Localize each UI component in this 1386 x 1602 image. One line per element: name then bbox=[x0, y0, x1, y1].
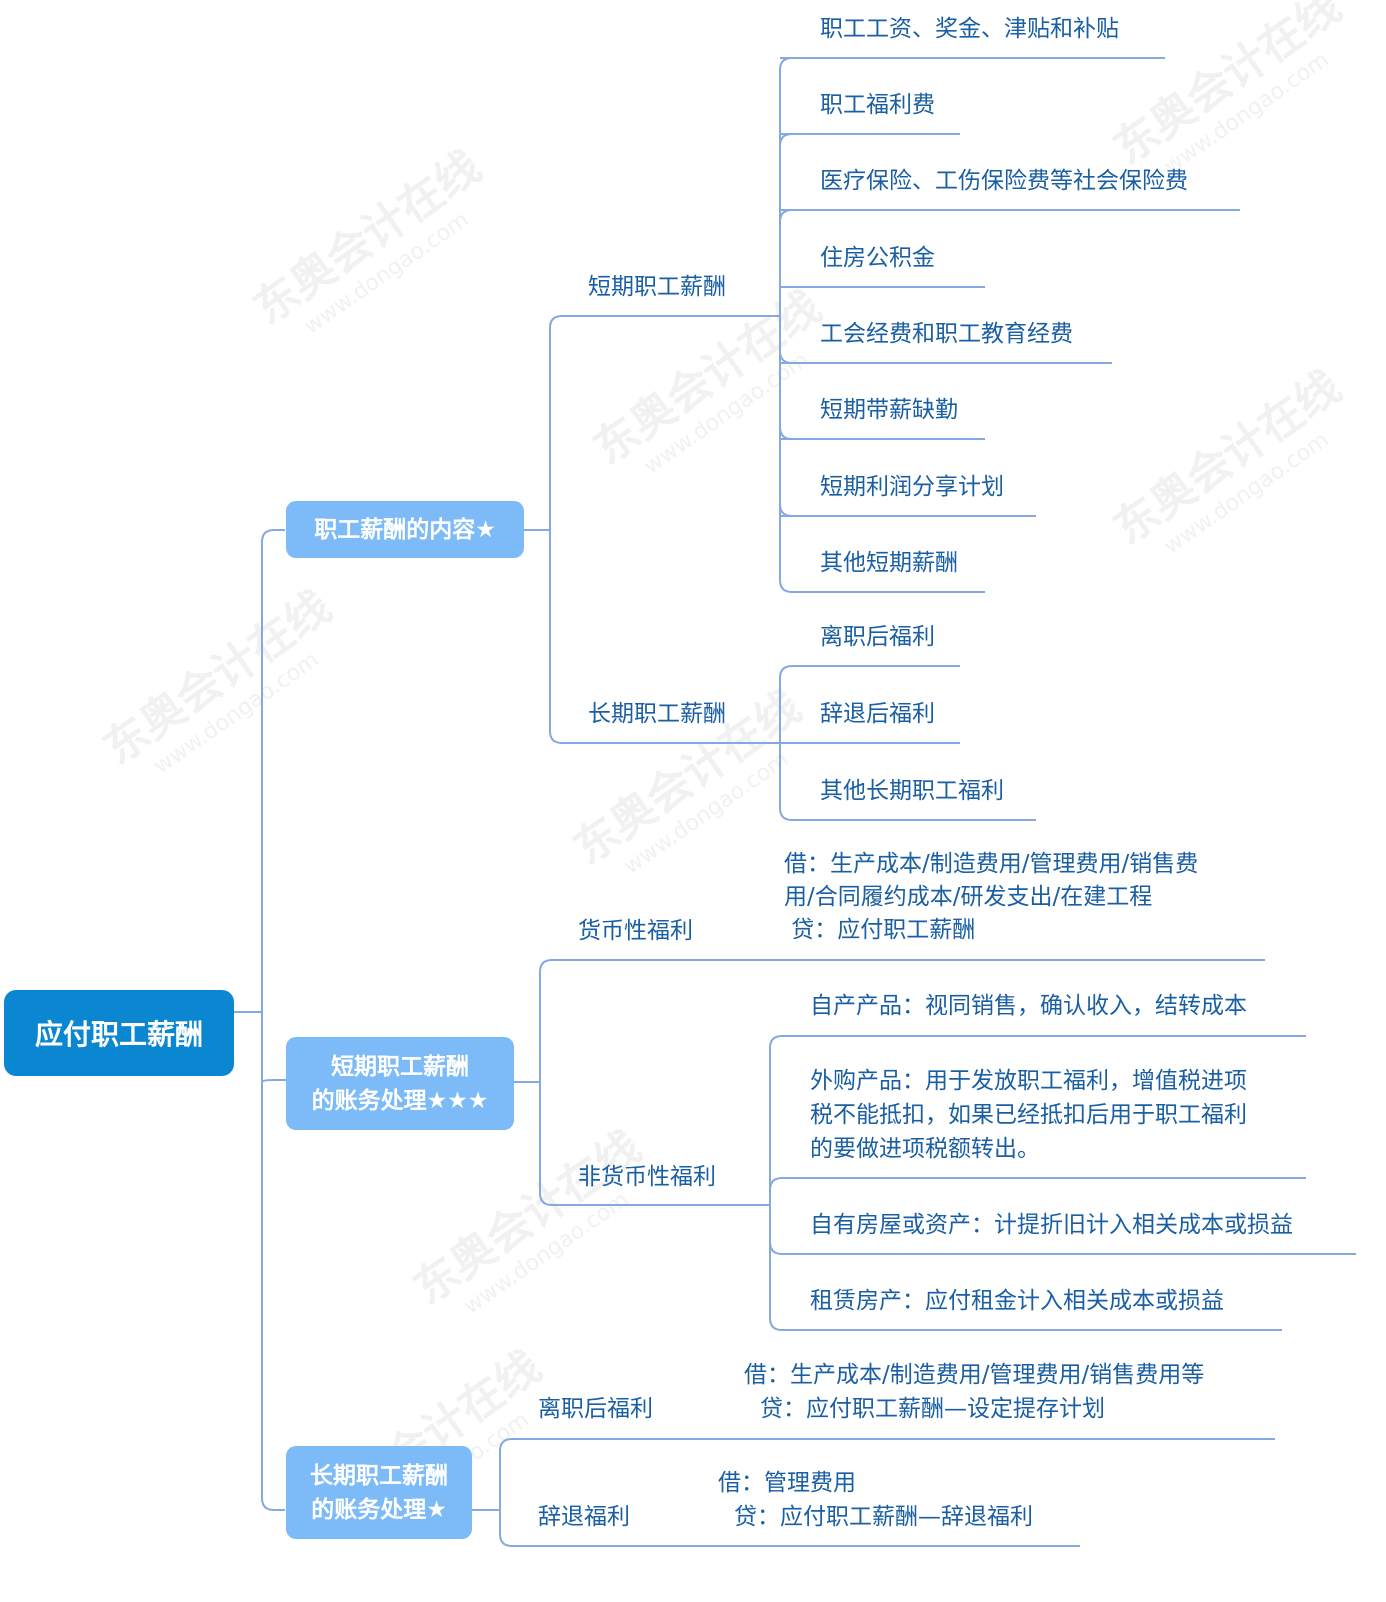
leaf-self-produced[interactable]: 自产产品：视同销售，确认收入，结转成本 bbox=[810, 993, 1247, 1019]
leaf-termination[interactable]: 辞退后福利 bbox=[820, 701, 935, 727]
subtopic-termination-benefits[interactable]: 辞退福利 bbox=[538, 1504, 630, 1530]
subtopic-long-term-salary[interactable]: 长期职工薪酬 bbox=[588, 701, 726, 727]
leaf-union-education[interactable]: 工会经费和职工教育经费 bbox=[820, 321, 1073, 347]
topic-label: 职工薪酬的内容★ bbox=[314, 516, 496, 543]
entry-line: 贷：应付职工薪酬 bbox=[784, 917, 976, 943]
topic-label-line2: 的账务处理★★★ bbox=[311, 1087, 489, 1114]
entry-post-employment-credit: 贷：应付职工薪酬—设定提存计划 bbox=[760, 1396, 1105, 1422]
leaf-wages[interactable]: 职工工资、奖金、津贴和补贴 bbox=[820, 16, 1119, 42]
root-topic[interactable]: 应付职工薪酬 bbox=[4, 990, 234, 1076]
topic-long-term-accounting[interactable]: 长期职工薪酬 的账务处理★ bbox=[286, 1446, 472, 1539]
leaf-leased-property[interactable]: 租赁房产：应付租金计入相关成本或损益 bbox=[810, 1288, 1224, 1314]
leaf-own-property[interactable]: 自有房屋或资产：计提折旧计入相关成本或损益 bbox=[810, 1212, 1293, 1238]
leaf-line: 税不能抵扣，如果已经抵扣后用于职工福利 bbox=[810, 1102, 1247, 1128]
topic-label-line1: 长期职工薪酬 bbox=[310, 1462, 448, 1489]
subtopic-post-employment[interactable]: 离职后福利 bbox=[538, 1396, 653, 1422]
leaf-other-short-term[interactable]: 其他短期薪酬 bbox=[820, 550, 958, 576]
entry-termination-credit: 贷：应付职工薪酬—辞退福利 bbox=[734, 1504, 1033, 1530]
entry-monetary-welfare[interactable]: 借：生产成本/制造费用/管理费用/销售费 用/合同履约成本/研发支出/在建工程 … bbox=[784, 848, 1198, 947]
leaf-post-employment[interactable]: 离职后福利 bbox=[820, 624, 935, 650]
topic-label-line1: 短期职工薪酬 bbox=[331, 1053, 469, 1080]
leaf-housing-fund[interactable]: 住房公积金 bbox=[820, 245, 935, 271]
leaf-line: 外购产品：用于发放职工福利，增值税进项 bbox=[810, 1068, 1247, 1094]
entry-line: 借：生产成本/制造费用/管理费用/销售费 bbox=[784, 851, 1199, 877]
subtopic-nonmonetary-welfare[interactable]: 非货币性福利 bbox=[578, 1164, 716, 1190]
leaf-welfare-fee[interactable]: 职工福利费 bbox=[820, 92, 935, 118]
leaf-profit-sharing[interactable]: 短期利润分享计划 bbox=[820, 474, 1004, 500]
topic-short-term-accounting[interactable]: 短期职工薪酬 的账务处理★★★ bbox=[286, 1037, 514, 1130]
leaf-social-insurance[interactable]: 医疗保险、工伤保险费等社会保险费 bbox=[820, 168, 1188, 194]
entry-post-employment-debit: 借：生产成本/制造费用/管理费用/销售费用等 bbox=[744, 1362, 1205, 1388]
leaf-purchased-products[interactable]: 外购产品：用于发放职工福利，增值税进项 税不能抵扣，如果已经抵扣后用于职工福利 … bbox=[810, 1064, 1247, 1166]
subtopic-monetary-welfare[interactable]: 货币性福利 bbox=[578, 918, 693, 944]
entry-line: 用/合同履约成本/研发支出/在建工程 bbox=[784, 884, 1153, 910]
subtopic-short-term-salary[interactable]: 短期职工薪酬 bbox=[588, 274, 726, 300]
topic-label-line2: 的账务处理★ bbox=[311, 1496, 447, 1523]
leaf-paid-absence[interactable]: 短期带薪缺勤 bbox=[820, 397, 958, 423]
leaf-line: 的要做进项税额转出。 bbox=[810, 1136, 1040, 1162]
entry-termination-debit: 借：管理费用 bbox=[718, 1470, 856, 1496]
leaf-other-long-term[interactable]: 其他长期职工福利 bbox=[820, 778, 1004, 804]
topic-salary-content[interactable]: 职工薪酬的内容★ bbox=[286, 501, 524, 558]
